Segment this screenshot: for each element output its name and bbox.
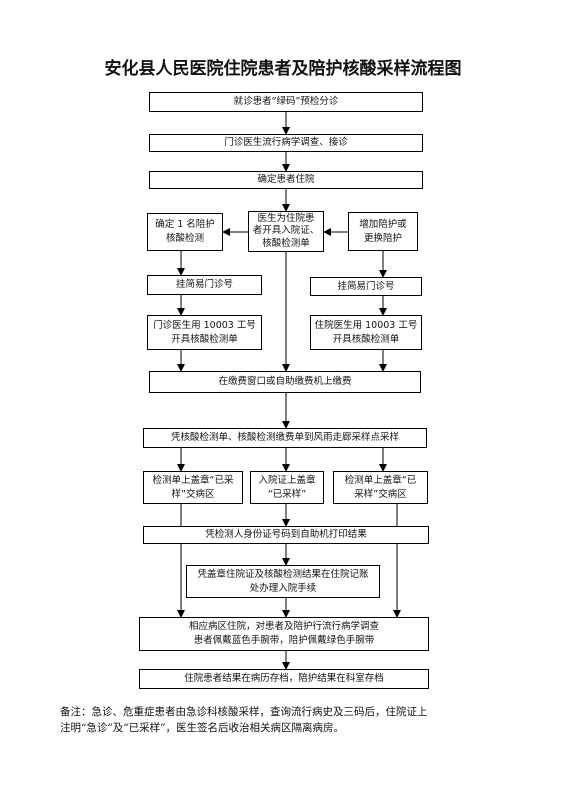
box-b14-line-2: “已采样” <box>267 488 307 500</box>
box-b10: 住院医生用 10003 工号开具核酸检测单 <box>310 315 422 350</box>
box-b9: 门诊医生用 10003 工号开具核酸检测单 <box>147 315 262 350</box>
box-b6-line-1: 增加陪护或 <box>359 218 407 230</box>
box-b18-line-2: 患者佩戴蓝色手腕带，陪护佩戴绿色手腕带 <box>193 635 375 646</box>
box-b4-line-1: 确定 1 名陪护 <box>155 219 215 231</box>
box-b6: 增加陪护或更换陪护 <box>348 212 418 251</box>
box-b16-line-1: 凭检测人身份证号码到自助机打印结果 <box>205 529 367 541</box>
box-b14-line-1: 入院证上盖章 <box>258 474 316 486</box>
box-b10-line-1: 住院医生用 10003 工号 <box>314 319 418 331</box>
box-b5: 医生为住院患者开具入院证、核酸检测单 <box>248 211 324 252</box>
box-b4: 确定 1 名陪护核酸检测 <box>147 213 223 251</box>
box-b17-line-2: 处办理入院手续 <box>249 582 317 594</box>
box-b15-line-2: 采样”交病区 <box>354 488 407 500</box>
box-b2-line-1: 门诊医生流行病学调查、接诊 <box>224 137 348 149</box>
box-b17-line-1: 凭盖章住院证及核酸检测结果在住院记账 <box>197 568 369 580</box>
box-b12-line-1: 凭核酸检测单、核酸检测缴费单到风雨走廊采样点采样 <box>170 432 399 444</box>
footnote-line-1: 备注：急诊、危重症患者由急诊科核酸采样，查询流行病史及三码后，住院证上 <box>60 706 428 718</box>
box-b16: 凭检测人身份证号码到自助机打印结果 <box>143 526 429 544</box>
box-b12: 凭核酸检测单、核酸检测缴费单到风雨走廊采样点采样 <box>143 428 427 448</box>
box-b9-line-2: 开具核酸检测单 <box>171 333 238 345</box>
box-b7-line-1: 挂简易门诊号 <box>175 279 233 291</box>
footnote-line-2: 注明“急诊”及“已采样”，医生签名后收治相关病区隔离病房。 <box>60 722 344 735</box>
box-b13-line-2: 样”交病区 <box>171 488 215 500</box>
box-b11: 在缴费窗口或自助缴费机上缴费 <box>149 371 421 393</box>
box-b19-line-1: 住院患者结果在病历存档，陪护结果在科室存档 <box>184 673 384 685</box>
box-b3: 确定患者住院 <box>149 171 423 189</box>
box-b18-line-1: 相应病区住院，对患者及陪护行流行病学调查 <box>188 621 379 633</box>
box-b13-line-1: 检测单上盖章“已采 <box>152 474 234 486</box>
box-b8: 挂简易门诊号 <box>310 277 422 296</box>
footnote: 备注：急诊、危重症患者由急诊科核酸采样，查询流行病史及三码后，住院证上 注明“急… <box>60 704 500 737</box>
page-title: 安化县人民医院住院患者及陪护核酸采样流程图 <box>104 59 462 79</box>
box-b17: 凭盖章住院证及核酸检测结果在住院记账处办理入院手续 <box>186 565 380 598</box>
box-b5-line-2: 者开具入院证、 <box>252 225 320 237</box>
box-b1-line-1: 就诊患者“绿码”预检分诊 <box>233 96 339 108</box>
box-b19: 住院患者结果在病历存档，陪护结果在科室存档 <box>139 669 429 689</box>
box-b8-line-1: 挂简易门诊号 <box>337 280 395 292</box>
box-b3-line-1: 确定患者住院 <box>257 174 315 186</box>
box-b14: 入院证上盖章 “已采样” <box>250 471 324 504</box>
box-b2: 门诊医生流行病学调查、接诊 <box>149 134 423 152</box>
box-b9-line-1: 门诊医生用 10003 工号 <box>153 319 256 331</box>
box-b15: 检测单上盖章“已采样”交病区 <box>333 471 428 504</box>
box-b13: 检测单上盖章“已采样”交病区 <box>143 471 243 504</box>
box-b5-line-3: 核酸检测单 <box>262 237 310 249</box>
box-b4-line-2: 核酸检测 <box>165 233 204 244</box>
box-b18: 相应病区住院，对患者及陪护行流行病学调查患者佩戴蓝色手腕带，陪护佩戴绿色手腕带 <box>139 617 429 651</box>
box-b7: 挂简易门诊号 <box>147 275 262 295</box>
box-b10-line-2: 开具核酸检测单 <box>332 333 400 345</box>
box-b1: 就诊患者“绿码”预检分诊 <box>149 92 423 112</box>
box-b6-line-2: 更换陪护 <box>363 232 402 244</box>
box-b5-line-1: 医生为住院患 <box>257 212 315 224</box>
box-b15-line-1: 检测单上盖章“已 <box>344 474 417 486</box>
box-b11-line-1: 在缴费窗口或自助缴费机上缴费 <box>218 376 352 388</box>
